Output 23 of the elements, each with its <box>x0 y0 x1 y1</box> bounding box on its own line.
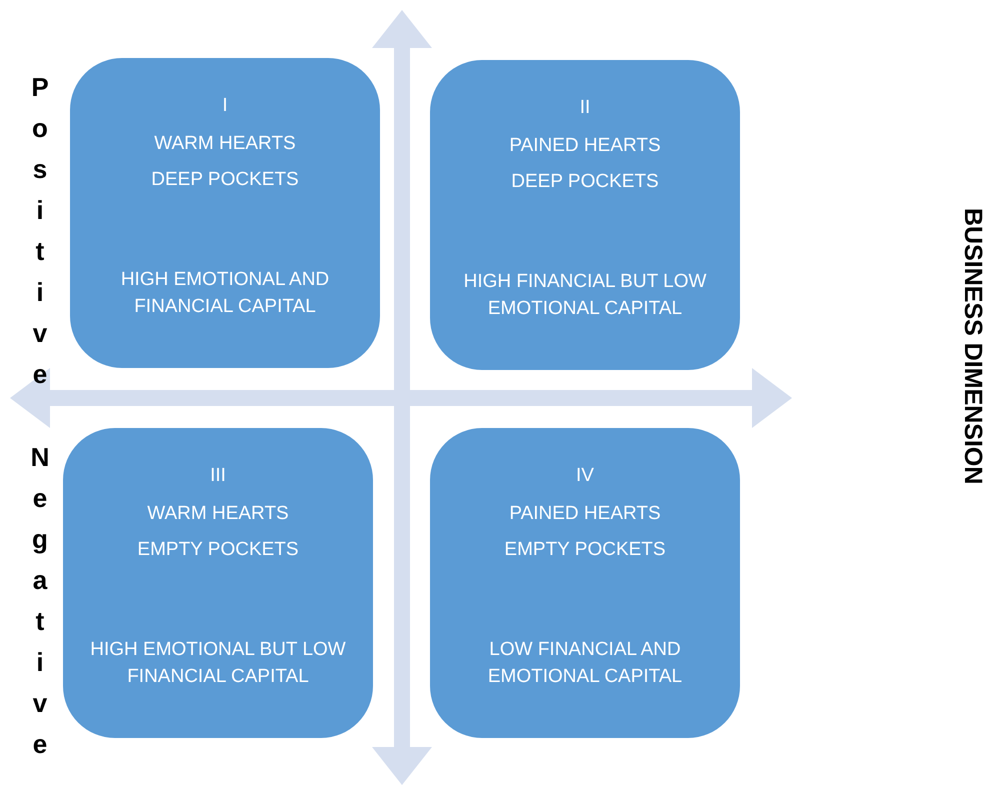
quadrant-number: I <box>221 94 229 118</box>
quadrant-number: III <box>209 464 227 488</box>
quadrant-description: LOW FINANCIAL AND EMOTIONAL CAPITAL <box>486 638 684 689</box>
quadrant-box <box>430 428 740 738</box>
axis-label: Negative <box>24 442 55 770</box>
quadrant-box <box>430 60 740 370</box>
axis-title: BUSINESS DIMENSION <box>958 208 987 484</box>
quadrant-title: WARM HEARTS <box>153 132 297 156</box>
quadrant-title: EMPTY POCKETS <box>136 538 300 562</box>
quadrant-title: PAINED HEARTS <box>508 502 662 526</box>
quadrant-number: II <box>578 96 592 120</box>
quadrant-description: HIGH FINANCIAL BUT LOW EMOTIONAL CAPITAL <box>462 270 708 321</box>
quadrant-title: DEEP POCKETS <box>150 168 300 192</box>
quadrant-title: EMPTY POCKETS <box>503 538 667 562</box>
quadrant-description: HIGH EMOTIONAL AND FINANCIAL CAPITAL <box>120 268 330 319</box>
quadrant-number: IV <box>575 464 595 488</box>
quadrant-box <box>63 428 373 738</box>
quadrant-title: WARM HEARTS <box>146 502 290 526</box>
quadrant-description: HIGH EMOTIONAL BUT LOW FINANCIAL CAPITAL <box>89 638 347 689</box>
quadrant-title: PAINED HEARTS <box>508 134 662 158</box>
axis-label: Positive <box>24 72 55 400</box>
quadrant-box <box>70 58 380 368</box>
quadrant-title: DEEP POCKETS <box>510 170 660 194</box>
